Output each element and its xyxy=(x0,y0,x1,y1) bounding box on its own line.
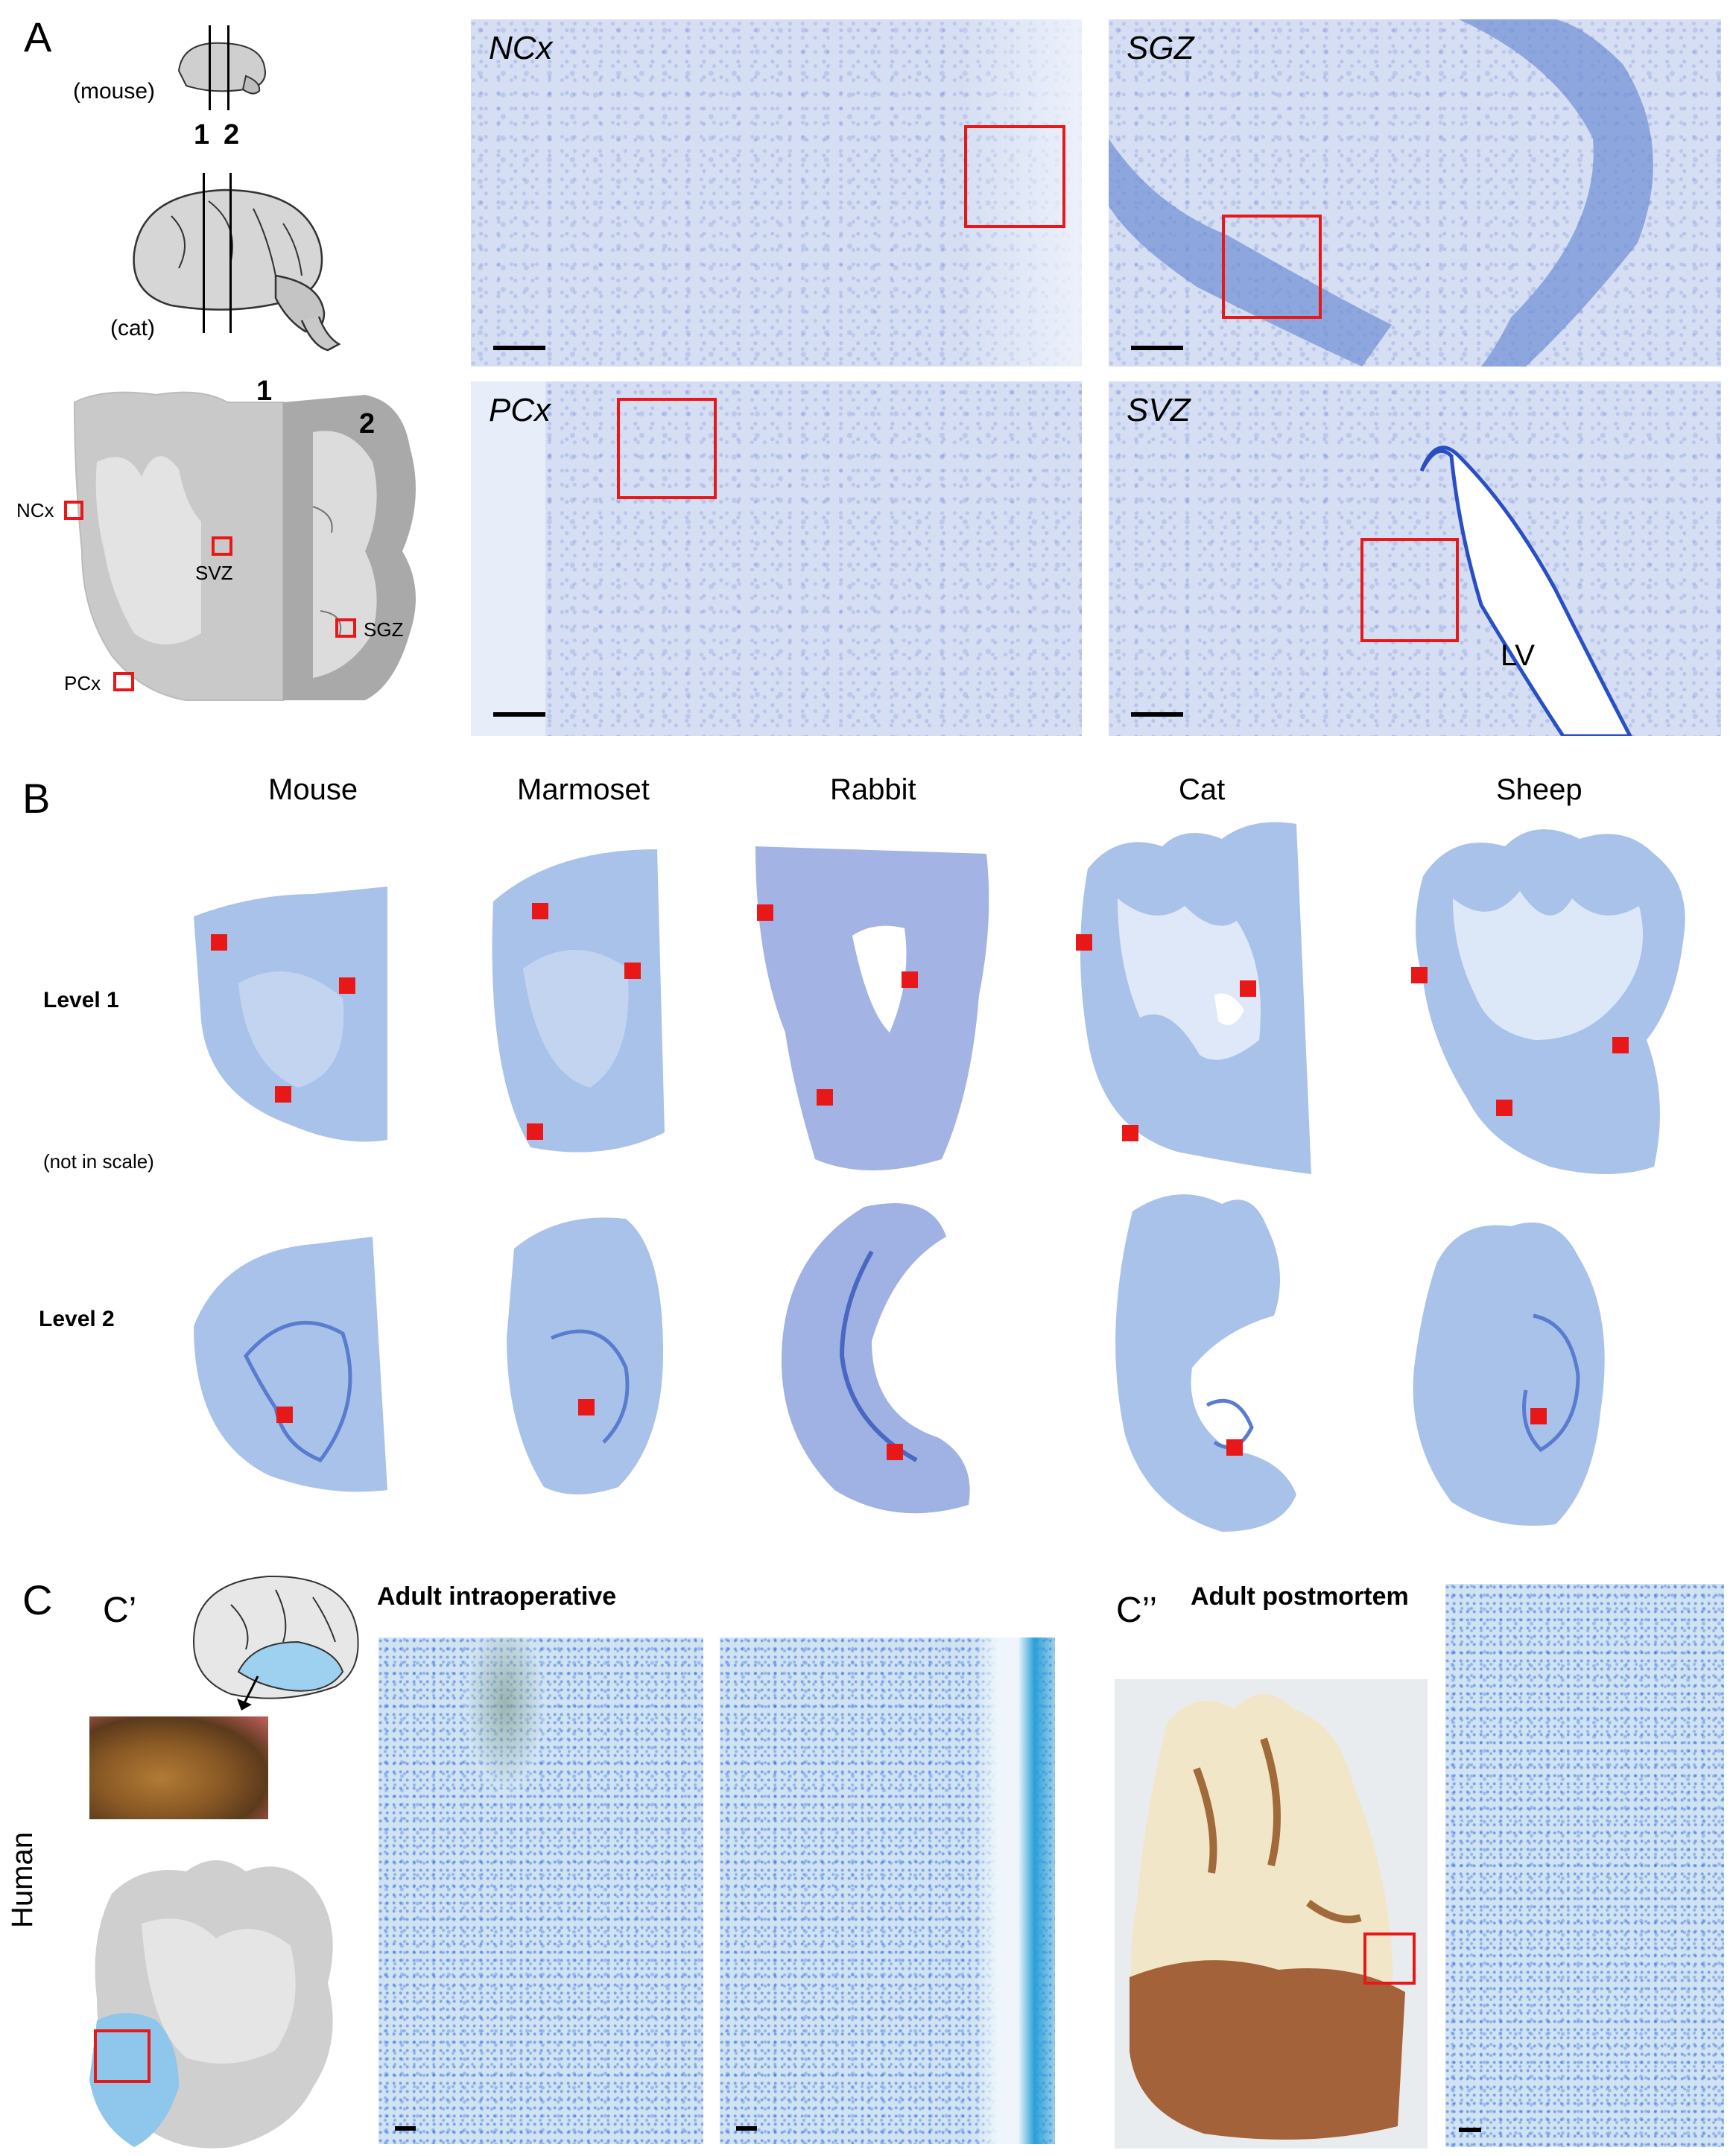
cat-brain-illustration xyxy=(133,188,341,352)
sample-marker xyxy=(887,1444,903,1460)
c-double-prime-label: C’’ xyxy=(1116,1591,1158,1630)
mouse-brain-illustration xyxy=(177,42,266,95)
ncx-marker-box xyxy=(64,501,83,520)
pointer-arrow xyxy=(237,1675,259,1710)
sample-marker xyxy=(902,971,918,988)
sample-marker xyxy=(1612,1037,1629,1053)
micrograph-intraoperative-2 xyxy=(720,1637,1055,2144)
scale-bar xyxy=(1131,712,1183,717)
sample-marker xyxy=(1226,1439,1243,1456)
c-prime-label: C’ xyxy=(103,1591,137,1630)
pcx-inset-box xyxy=(617,398,717,499)
section-sheep-level1 xyxy=(1416,829,1685,1174)
ncx-inset-box xyxy=(964,125,1065,228)
micrograph-svz-label: SVZ xyxy=(1127,392,1191,428)
section-2-label: 2 xyxy=(359,408,376,440)
svz-marker-box xyxy=(212,536,232,556)
sample-marker xyxy=(817,1089,833,1106)
sample-marker xyxy=(1496,1100,1512,1116)
micrograph-postmortem xyxy=(1445,1584,1724,2147)
micrograph-svz: SVZ LV xyxy=(1109,381,1721,736)
scale-bar xyxy=(395,2126,416,2131)
micrograph-pcx-label: PCx xyxy=(489,392,551,428)
not-in-scale-note: (not in scale) xyxy=(43,1150,154,1173)
postmortem-title: Adult postmortem xyxy=(1191,1582,1409,1611)
sample-marker xyxy=(757,904,773,921)
pcx-region-label: PCx xyxy=(64,672,101,694)
micrograph-sgz-label: SGZ xyxy=(1127,30,1194,66)
species-marmoset: Marmoset xyxy=(517,773,650,806)
mouse-label: (mouse) xyxy=(73,79,156,104)
sample-marker xyxy=(1076,934,1092,951)
section-cat-level2 xyxy=(1115,1194,1296,1532)
scale-bar xyxy=(493,712,545,717)
svz-region-label: SVZ xyxy=(195,562,233,584)
level-2-label: Level 2 xyxy=(39,1307,115,1331)
sample-marker xyxy=(624,963,641,979)
scale-bar xyxy=(736,2126,757,2131)
section-marmoset-level1 xyxy=(492,849,665,1152)
sample-marker xyxy=(1530,1408,1547,1424)
species-cat: Cat xyxy=(1179,773,1226,806)
cut-line-1-mouse xyxy=(209,25,211,110)
species-mouse: Mouse xyxy=(268,773,358,806)
svz-inset-box xyxy=(1360,538,1459,642)
panel-a-letter: A xyxy=(24,13,52,60)
micrograph-ncx-label: NCx xyxy=(489,30,553,66)
micrograph-sgz: SGZ xyxy=(1109,19,1721,367)
pcx-marker-box xyxy=(113,672,134,691)
section-cat-level1 xyxy=(1080,822,1311,1174)
sgz-inset-box xyxy=(1222,215,1322,319)
panel-c-letter: C xyxy=(22,1576,53,1623)
section-mouse-level2 xyxy=(194,1237,387,1492)
cut-line-2-cat xyxy=(229,173,232,333)
human-sample-box xyxy=(94,2029,151,2083)
line-2-label: 2 xyxy=(224,119,240,150)
panel-b-letter: B xyxy=(22,775,51,822)
micrograph-ncx: NCx xyxy=(471,19,1082,367)
sample-marker xyxy=(211,934,227,951)
postmortem-sample-box xyxy=(1363,1933,1416,1985)
sample-marker xyxy=(1122,1125,1138,1141)
sample-marker xyxy=(527,1123,543,1140)
lateral-ventricle-label: LV xyxy=(1501,639,1535,672)
sample-marker xyxy=(1240,980,1256,997)
ncx-region-label: NCx xyxy=(16,499,54,521)
sample-marker xyxy=(275,1086,291,1103)
section-mouse-level1 xyxy=(194,887,387,1142)
micrograph-intraoperative-1 xyxy=(378,1637,703,2144)
surgical-tissue-photo xyxy=(89,1716,268,1819)
human-label: Human xyxy=(6,1832,39,1928)
section-rabbit-level2 xyxy=(781,1203,970,1514)
sample-marker xyxy=(532,903,548,919)
coronal-section-schematic xyxy=(73,391,416,701)
postmortem-photo xyxy=(1115,1679,1428,2149)
cat-label: (cat) xyxy=(110,316,155,340)
line-1-label: 1 xyxy=(194,119,210,150)
scale-bar xyxy=(1131,346,1183,350)
level-1-label: Level 1 xyxy=(43,988,119,1012)
sgz-region-label: SGZ xyxy=(364,618,404,641)
section-1-label: 1 xyxy=(256,375,273,407)
cut-line-2-mouse xyxy=(227,25,229,110)
section-marmoset-level2 xyxy=(507,1217,663,1494)
species-rabbit: Rabbit xyxy=(830,773,916,806)
sample-marker xyxy=(578,1399,595,1415)
human-brain-illustration xyxy=(192,1575,359,1699)
sample-marker xyxy=(1411,967,1428,983)
micrograph-pcx: PCx xyxy=(471,381,1082,736)
sample-marker xyxy=(339,977,355,994)
section-rabbit-level1 xyxy=(755,846,989,1170)
cut-line-1-cat xyxy=(203,173,205,333)
sgz-marker-box xyxy=(335,618,356,638)
scale-bar xyxy=(493,346,545,350)
section-sheep-level2 xyxy=(1413,1223,1605,1526)
sample-marker xyxy=(276,1407,293,1423)
intraoperative-title: Adult intraoperative xyxy=(377,1582,617,1611)
scale-bar xyxy=(1459,2128,1481,2132)
species-sheep: Sheep xyxy=(1496,773,1582,806)
human-coronal-schematic xyxy=(89,1860,333,2149)
